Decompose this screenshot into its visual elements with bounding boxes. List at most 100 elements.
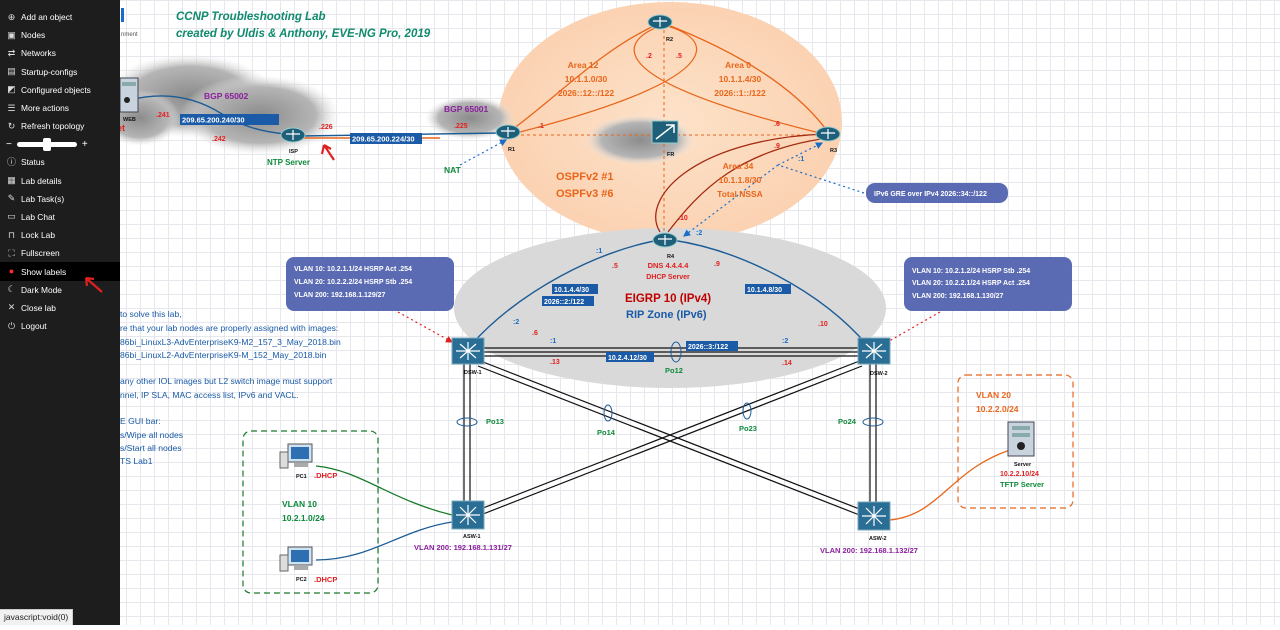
ip-r4-5: .5 xyxy=(612,263,618,270)
more-actions-icon: ☰ xyxy=(7,102,16,113)
ip-dsw2-10: .10 xyxy=(818,321,828,328)
vlan10-net: 10.2.1.0/24 xyxy=(282,513,325,523)
ospfv2-label: OSPFv2 #1 xyxy=(556,171,613,183)
lock-icon: ⊓ xyxy=(7,229,16,240)
net-isp-r1-bg xyxy=(350,133,422,144)
area34-type: Total NSSA xyxy=(717,189,763,199)
menu-label: Lock Lab xyxy=(21,230,55,241)
po12-label: Po12 xyxy=(665,366,683,375)
note-line-9: s/Wipe all nodes xyxy=(120,430,183,440)
pc1-icon[interactable] xyxy=(279,443,313,469)
menu-fullscreen[interactable]: ⛶Fullscreen xyxy=(0,244,120,262)
menu-startup-configs[interactable]: ▤Startup-configs xyxy=(0,63,120,81)
frame-relay-switch[interactable] xyxy=(651,120,679,144)
menu-nodes[interactable]: ▣ Nodes xyxy=(0,26,120,44)
lab-title: CCNP Troubleshooting Lab xyxy=(176,11,326,23)
menu-configured-objects[interactable]: ◩Configured objects xyxy=(0,81,120,99)
note-line-2: 86bi_LinuxL3-AdvEnterpriseK9-M2_157_3_Ma… xyxy=(120,337,341,347)
menu-lab-chat[interactable]: ▭Lab Chat xyxy=(0,208,120,226)
area12-net: 10.1.1.0/30 xyxy=(565,74,608,84)
menu-close-lab[interactable]: ✕Close lab xyxy=(0,299,120,317)
ip-225: .225 xyxy=(454,123,468,130)
switch-asw2[interactable] xyxy=(857,501,891,531)
configured-objects-icon: ◩ xyxy=(7,84,16,95)
net-dsw-v6-bg xyxy=(686,341,738,351)
area0-net: 10.1.1.4/30 xyxy=(719,74,762,84)
dsw1-vlan200: VLAN 200: 192.168.1.129/27 xyxy=(294,292,386,299)
node-label-asw1: ASW-1 xyxy=(463,534,481,540)
menu-label: Nodes xyxy=(21,30,46,41)
router-r2[interactable] xyxy=(647,14,673,30)
ip-242: .242 xyxy=(212,136,226,143)
ip-dsw1-13: .13 xyxy=(550,359,560,366)
net-dsw-label: 10.2.4.12/30 xyxy=(608,355,647,362)
vlan-box2-arrow xyxy=(882,311,941,345)
sidebar-menu: ⊕Add an object ▣ Nodes ⇄Networks ▤Startup… xyxy=(0,0,120,625)
lab-details-icon: ▦ xyxy=(7,175,16,186)
area0-title: Area 0 xyxy=(725,60,751,70)
menu-label: Show labels xyxy=(21,266,67,277)
menu-more-actions[interactable]: ☰More actions xyxy=(0,99,120,117)
switch-asw1[interactable] xyxy=(451,500,485,530)
menu-refresh-topology[interactable]: ↻Refresh topology xyxy=(0,117,120,135)
router-r3[interactable] xyxy=(815,126,841,142)
vlan-box1-arrow xyxy=(397,311,454,343)
nodes-icon: ▣ xyxy=(7,29,16,40)
net-dsw-v6-label: 2026::3:/122 xyxy=(688,344,728,351)
startup-configs-icon: ▤ xyxy=(7,66,16,77)
tag-icon: ● xyxy=(8,266,15,277)
ip-r2-5: .5 xyxy=(676,53,682,60)
menu-label: Status xyxy=(21,157,45,168)
menu-label: Logout xyxy=(21,321,47,332)
menu-lab-tasks[interactable]: ✎Lab Task(s) xyxy=(0,190,120,208)
menu-label: Networks xyxy=(21,48,56,59)
menu-label: Lab Chat xyxy=(21,211,55,222)
pc2-icon[interactable] xyxy=(279,546,313,572)
vlan20-net: 10.2.2.0/24 xyxy=(976,404,1019,414)
switch-dsw2[interactable] xyxy=(857,337,891,365)
net-isp-web-label: 209.65.200.240/30 xyxy=(182,116,245,125)
node-label-asw2: ASW-2 xyxy=(869,536,887,542)
menu-logout[interactable]: ⏻Logout xyxy=(0,317,120,335)
menu-lock-lab[interactable]: ⊓ Lock Lab xyxy=(0,226,120,244)
menu-show-labels[interactable]: ● Show labels xyxy=(0,262,120,281)
zoom-slider-thumb[interactable] xyxy=(42,137,51,151)
zoom-slider[interactable] xyxy=(16,137,77,151)
dhcp-server-label: DHCP Server xyxy=(646,274,690,281)
gre-callout xyxy=(866,183,1008,203)
zoom-in-button[interactable]: + xyxy=(81,138,88,150)
menu-add-object[interactable]: ⊕Add an object xyxy=(0,8,120,26)
node-label-r3: R3 xyxy=(830,148,837,154)
menu-lab-details[interactable]: ▦Lab details xyxy=(0,172,120,190)
area12-title: Area 12 xyxy=(568,60,599,70)
lab-subtitle: created by Uldis & Anthony, EVE-NG Pro, … xyxy=(176,28,431,40)
ip-r4-9: .9 xyxy=(714,261,720,268)
vlan10-label: VLAN 10 xyxy=(282,499,317,509)
node-label-pc1: PC1 xyxy=(296,474,307,480)
ip-dsw2-14: .14 xyxy=(782,360,792,367)
menu-networks[interactable]: ⇄Networks xyxy=(0,44,120,62)
net-r4-dsw1-label: 10.1.4.4/30 xyxy=(554,287,589,294)
router-r1[interactable] xyxy=(495,124,521,140)
node-label-web: WEB xyxy=(123,117,136,123)
refresh-icon: ↻ xyxy=(7,120,16,131)
node-label-dsw2: DSW-2 xyxy=(870,371,888,377)
area34-title: Area 34 xyxy=(723,161,754,171)
po13-label: Po13 xyxy=(486,417,504,426)
router-r4[interactable] xyxy=(652,232,678,248)
server-icon[interactable] xyxy=(1007,421,1035,457)
node-label-server: Server xyxy=(1014,462,1032,468)
net-r4-dsw1-v6-label: 2026::2:/122 xyxy=(544,299,584,306)
server-ip: 10.2.2.10/24 xyxy=(1000,471,1039,478)
net-r4-dsw2-bg xyxy=(745,284,791,294)
zoom-out-button[interactable]: − xyxy=(6,138,12,150)
router-isp[interactable] xyxy=(280,127,306,143)
note-line-0: to solve this lab, xyxy=(120,309,182,319)
menu-dark-mode[interactable]: ☾Dark Mode xyxy=(0,281,120,299)
po23-label: Po23 xyxy=(739,424,757,433)
switch-dsw1[interactable] xyxy=(451,337,485,365)
web-server-icon[interactable] xyxy=(119,77,139,113)
asw2-vlan200: VLAN 200: 192.168.1.132/27 xyxy=(820,546,918,555)
